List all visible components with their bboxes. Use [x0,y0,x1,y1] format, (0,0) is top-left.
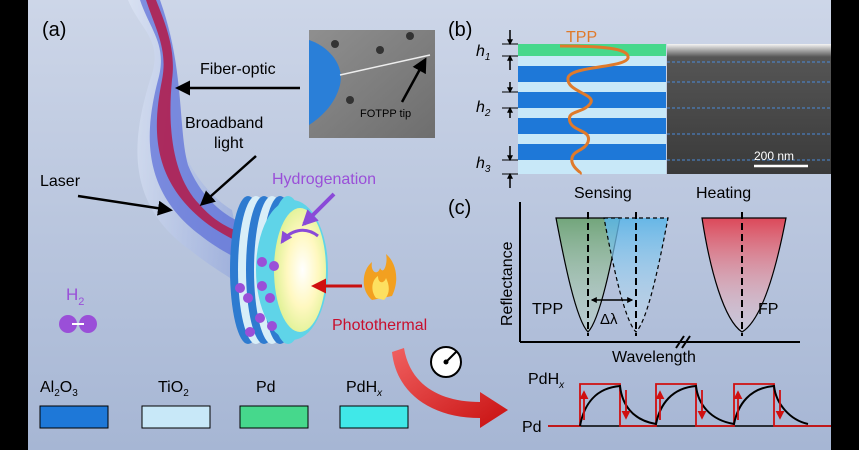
laser-arrow [77,194,173,216]
scalebar-label: 200 nm [754,149,794,163]
legend-item-pdhx: PdHx [339,379,409,429]
legend-item-al2o3: Al2O3 [39,379,109,429]
response-plot [548,383,831,427]
legend-swatch-al2o3 [39,405,109,429]
laser-label: Laser [40,173,81,190]
sem-image: 200 nm [667,44,831,174]
broadband-label-1: Broadband [185,115,263,132]
fp-dip [701,217,787,333]
h2-thickness-label: h2 [476,99,491,119]
fiber-optic-label: Fiber-optic [200,61,276,78]
speed-gauge-icon [430,346,462,378]
tpp-label-b: TPP [566,29,597,46]
glove-shape [309,40,341,125]
svg-text:PdHx: PdHx [346,379,383,399]
legend-swatch-pdhx [339,405,409,429]
broadband-label-2: light [214,135,244,152]
delta-lambda-label: Δλ [600,311,618,328]
response-arrow [392,348,508,428]
fiber-laser-core [146,0,242,244]
panel-a-label: (a) [42,19,66,41]
heating-label: Heating [696,185,751,202]
svg-text:Al2O3: Al2O3 [40,379,78,399]
svg-text:TiO2: TiO2 [158,379,189,399]
legend-item-tio2: TiO2 [141,379,211,429]
pd-response-label: Pd [522,419,542,436]
inset-photo: FOTPP tip [309,30,435,138]
pd-layer [274,208,326,332]
legend-swatch-tio2 [141,405,211,429]
panel-b-label: (b) [448,19,472,41]
legend-item-pd: Pd [239,379,309,429]
tpp-label-c: TPP [532,301,563,318]
layer-stack-schematic [518,44,666,176]
fp-label: FP [758,301,778,318]
axis-break-2 [681,335,691,349]
reflectance-plot [519,202,800,349]
h1-label: h1 [476,43,490,63]
tpp-dip-shifted [603,217,669,333]
photothermal-label: Photothermal [332,317,427,334]
response-square-wave [548,383,831,427]
hydrogenation-curve-arrow [280,228,319,244]
pdhx-response-label: PdHx [528,371,565,391]
inset-tip-label: FOTPP tip [360,108,411,120]
axis-break-1 [675,335,685,349]
fiber-tip-stack [230,196,328,344]
y-axis-label: Reflectance [499,241,516,326]
hydrogenation-arrow [301,192,336,227]
tip-hydrogen-molecules [235,257,279,337]
svg-text:Pd: Pd [256,379,276,396]
tip-arrow [400,57,427,103]
flame-icon [363,254,397,300]
material-legend: Al2O3 TiO2 Pd PdHx [39,379,409,429]
response-curve [579,384,809,427]
legend-swatch-pd [239,405,309,429]
broadband-arrow [199,155,257,206]
sensing-label: Sensing [574,185,632,202]
x-axis-label: Wavelength [612,349,696,366]
h2-molecule-icon [59,315,97,333]
hydrogenation-label: Hydrogenation [272,171,376,188]
tpp-field-profile [559,44,630,176]
thickness-markers [502,30,518,188]
panel-c-label: (c) [448,197,471,219]
h3-label: h3 [476,155,491,175]
h2-label: H2 [66,285,84,308]
